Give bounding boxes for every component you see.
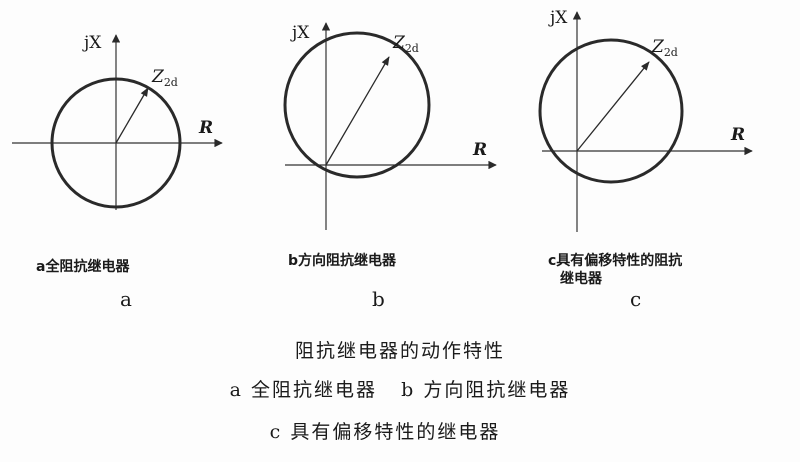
panel-c-characteristic-circle [538,38,684,184]
panel-b-caption: b方向阻抗继电器 [288,252,397,269]
panel-b-z2d-label: Z2d [392,33,419,55]
panel-c-z2d-label: Z2d [651,37,678,59]
figure-caption-line2: a 全阻抗继电器 b 方向阻抗继电器 [230,379,571,401]
panel-a-z2d-label: Z2d [151,67,178,89]
panel-c-caption-line1: c具有偏移特性的阻抗 [548,252,682,269]
panel-c-r-label: R [730,125,745,145]
figure-caption-line3: c 具有偏移特性的继电器 [270,421,501,443]
panel-a-characteristic-circle [50,77,182,209]
panel-c: jX R Z2d c具有偏移特性的阻抗 继电器 c [538,8,753,311]
panel-c-caption-line2: 继电器 [560,270,603,287]
panel-b-r-label: R [472,140,487,160]
panel-a-jx-label: jX [82,33,102,53]
panel-b-letter: b [372,287,385,311]
panel-b-z2d-vector [325,56,390,166]
panel-b: jX R Z2d b方向阻抗继电器 b [283,22,497,311]
panel-a: jX R Z2d a全阻抗继电器 a [12,33,223,311]
panel-a-z2d-vector [115,87,149,144]
figure-caption: 阻抗继电器的动作特性 a 全阻抗继电器 b 方向阻抗继电器 c 具有偏移特性的继… [230,340,571,443]
figure-caption-title: 阻抗继电器的动作特性 [295,340,505,362]
panel-a-letter: a [120,287,132,311]
panel-b-jx-label: jX [290,23,310,43]
panel-a-r-label: R [198,118,213,138]
panel-c-jx-label: jX [548,8,568,28]
panel-a-caption: a全阻抗继电器 [36,258,130,275]
panel-c-letter: c [630,287,641,311]
panel-b-characteristic-circle [283,31,431,179]
panel-c-z2d-vector [576,61,650,152]
